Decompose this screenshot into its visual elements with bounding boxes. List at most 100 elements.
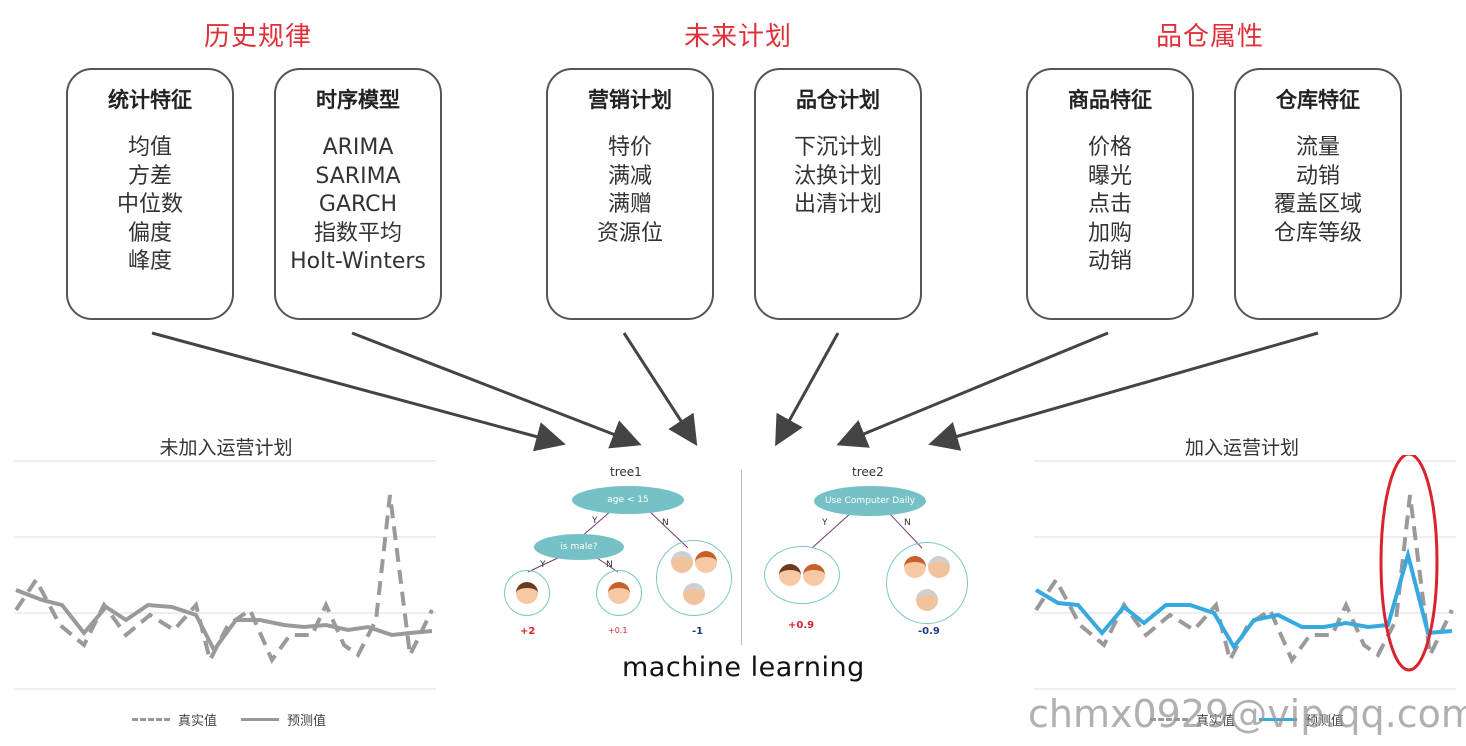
left-chart — [14, 460, 436, 690]
right-chart-legend: 真实值 预测值 — [1150, 710, 1344, 729]
edge-label-no: N — [904, 518, 911, 528]
card-item: 覆盖区域 — [1273, 192, 1362, 217]
card-title: 仓库特征 — [1276, 88, 1360, 112]
tree1-score: +2 — [520, 626, 536, 637]
tree1-child-node: is male? — [534, 534, 624, 560]
card-item: 资源位 — [596, 220, 663, 246]
watermark: chmx0929@vip.qq.com — [1028, 692, 1466, 736]
grandma-face-icon — [683, 583, 705, 605]
tree2-leaf-adults — [886, 542, 968, 624]
legend-predicted: 预测值 — [1305, 714, 1345, 729]
tree1-root-node: age < 15 — [572, 486, 684, 514]
category-title-attributes: 品仓属性 — [1155, 22, 1264, 52]
card-item: 特价 — [607, 135, 652, 160]
grandpa-face-icon — [928, 555, 950, 578]
card-item: 流量 — [1295, 135, 1340, 160]
predicted-series — [15, 588, 433, 654]
card-item: 中位数 — [116, 192, 183, 217]
category-title-future-plan: 未来计划 — [683, 22, 792, 52]
machine-learning-label: machine learning — [622, 652, 865, 683]
card-item: 峰度 — [127, 249, 172, 274]
edge-label-yes: Y — [822, 518, 828, 528]
legend-predicted: 预测值 — [287, 714, 327, 729]
card-statistics: 统计特征 均值 方差 中位数 偏度 峰度 — [66, 68, 234, 320]
edge-label-no: N — [606, 560, 613, 570]
tree1-score: -1 — [692, 626, 704, 637]
card-product-features: 商品特征 价格 曝光 点击 加购 动销 — [1026, 68, 1194, 320]
legend-actual: 真实值 — [1196, 714, 1236, 729]
card-item: 曝光 — [1087, 163, 1132, 189]
card-item: 均值 — [127, 135, 172, 160]
legend-actual: 真实值 — [178, 714, 218, 729]
tree2-root-node: Use Computer Daily — [814, 486, 926, 516]
card-item: 汰换计划 — [793, 163, 882, 189]
left-chart-legend: 真实值 预测值 — [132, 710, 326, 729]
card-item: 价格 — [1087, 135, 1132, 160]
card-marketing-plan: 营销计划 特价 满减 满赠 资源位 — [546, 68, 714, 320]
tree1-title: tree1 — [610, 465, 642, 479]
card-title: 统计特征 — [108, 88, 192, 112]
edge-label-no: N — [662, 518, 669, 528]
card-item: 出清计划 — [793, 192, 882, 217]
arrow — [622, 332, 698, 447]
boy-face-icon — [516, 582, 538, 604]
woman-face-icon — [904, 555, 926, 578]
tree1-leaf-adults — [656, 540, 732, 616]
card-item: 动销 — [1295, 163, 1340, 189]
tree2-score: +0.9 — [788, 620, 815, 631]
card-item: ARIMA — [322, 135, 394, 160]
card-item: SARIMA — [315, 163, 401, 189]
boy-face-icon — [779, 564, 801, 586]
right-chart — [1034, 455, 1456, 690]
arrow — [836, 331, 1109, 448]
tree1-leaf-boy — [504, 570, 550, 616]
tree2-score: -0.9 — [918, 626, 940, 637]
category-title-history: 历史规律 — [203, 22, 312, 52]
dashed-line-swatch — [132, 718, 170, 721]
card-warehouse-features: 仓库特征 流量 动销 覆盖区域 仓库等级 — [1234, 68, 1402, 320]
actual-series — [14, 494, 434, 666]
card-item: 满减 — [607, 163, 652, 189]
card-item: 仓库等级 — [1273, 220, 1362, 246]
card-title: 营销计划 — [588, 88, 672, 112]
arrow — [928, 331, 1319, 451]
arrow — [151, 331, 566, 452]
highlight-ellipse — [1379, 455, 1439, 672]
woman-face-icon — [695, 551, 717, 573]
predicted-series — [1034, 547, 1453, 651]
grandma-face-icon — [916, 588, 938, 611]
edge-label-yes: Y — [592, 516, 598, 526]
card-item: 满赠 — [607, 192, 652, 217]
edge-label-yes: Y — [540, 560, 546, 570]
girl-face-icon — [803, 564, 825, 586]
tree2-title: tree2 — [852, 465, 884, 479]
solid-line-swatch — [1259, 718, 1298, 721]
tree1-leaf-girl — [596, 570, 642, 616]
solid-line-swatch — [241, 718, 280, 721]
card-item: 偏度 — [127, 220, 172, 246]
arrow — [775, 332, 840, 447]
tree2-leaf-kids — [764, 546, 840, 604]
card-item: 方差 — [127, 163, 172, 189]
grandpa-face-icon — [671, 551, 693, 573]
card-item: 下沉计划 — [793, 135, 882, 160]
card-item: GARCH — [318, 192, 398, 217]
card-item: 动销 — [1087, 249, 1132, 274]
tree1-score: +0.1 — [608, 626, 628, 635]
card-product-warehouse-plan: 品仓计划 下沉计划 汰换计划 出清计划 — [754, 68, 922, 320]
right-chart-title: 加入运营计划 — [1184, 437, 1299, 459]
card-title: 品仓计划 — [796, 88, 880, 112]
card-title: 时序模型 — [316, 88, 400, 112]
dashed-line-swatch — [1150, 718, 1188, 721]
left-chart-title: 未加入运营计划 — [159, 437, 293, 459]
card-title: 商品特征 — [1068, 88, 1152, 112]
tree-divider — [741, 470, 742, 645]
card-time-series: 时序模型 ARIMA SARIMA GARCH 指数平均 Holt-Winter… — [274, 68, 442, 320]
card-item: Holt-Winters — [290, 249, 426, 274]
card-item: 指数平均 — [313, 220, 402, 246]
arrow — [351, 331, 642, 449]
card-item: 点击 — [1087, 192, 1132, 217]
card-item: 加购 — [1087, 220, 1132, 246]
girl-face-icon — [608, 582, 630, 604]
